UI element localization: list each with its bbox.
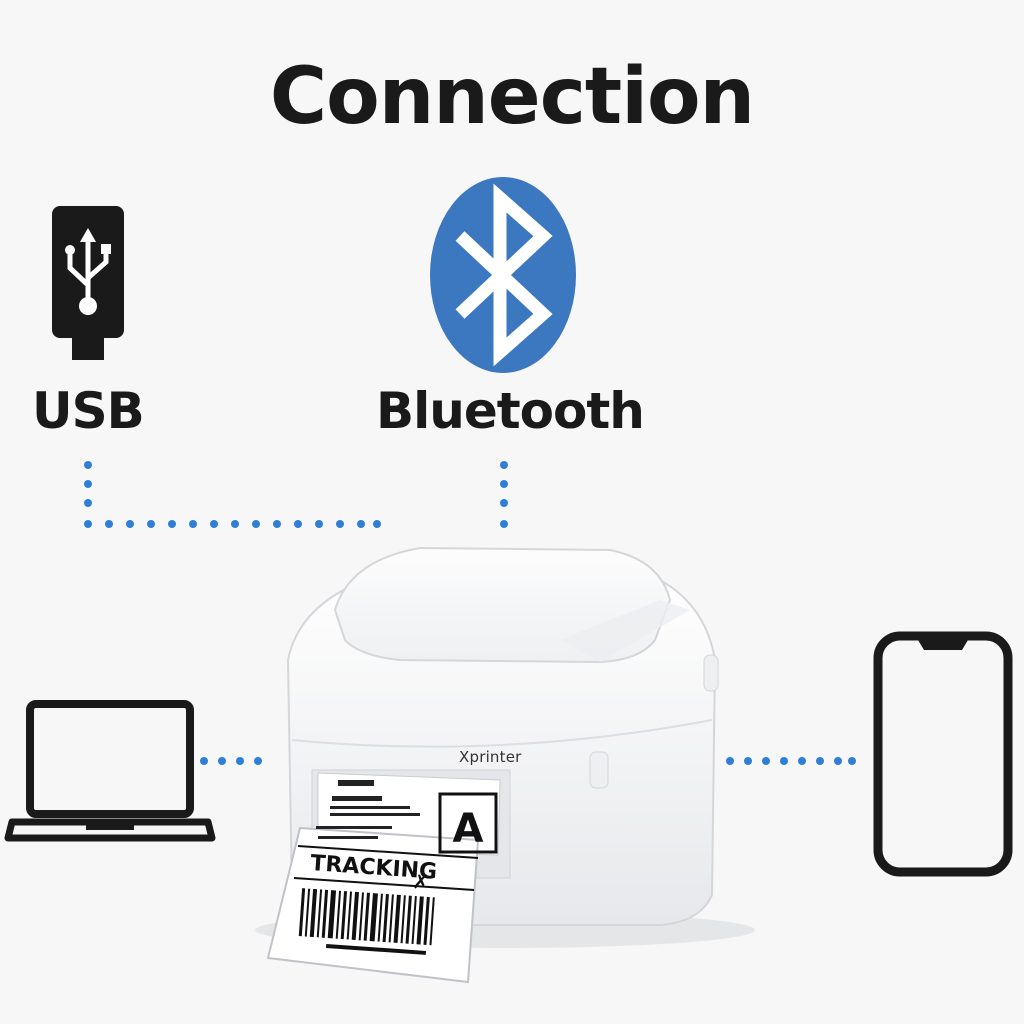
usb-connector-line: [84, 461, 381, 528]
smartphone-icon: [873, 631, 1013, 877]
laptop-connector-line: [200, 757, 262, 765]
printer-brand: Xprinter: [459, 748, 522, 766]
laptop-icon: [4, 700, 216, 842]
label-letter: A: [453, 806, 484, 852]
bluetooth-connector-line: [500, 461, 508, 528]
page-title: Connection: [269, 52, 755, 142]
bluetooth-label: Bluetooth: [376, 382, 645, 440]
phone-connector-line: [726, 757, 856, 765]
bluetooth-icon: [430, 177, 576, 373]
usb-icon: [52, 206, 124, 360]
shipping-label: A TRACKING ✗: [266, 772, 501, 984]
usb-label: USB: [32, 382, 145, 440]
svg-text:✗: ✗: [412, 869, 430, 894]
